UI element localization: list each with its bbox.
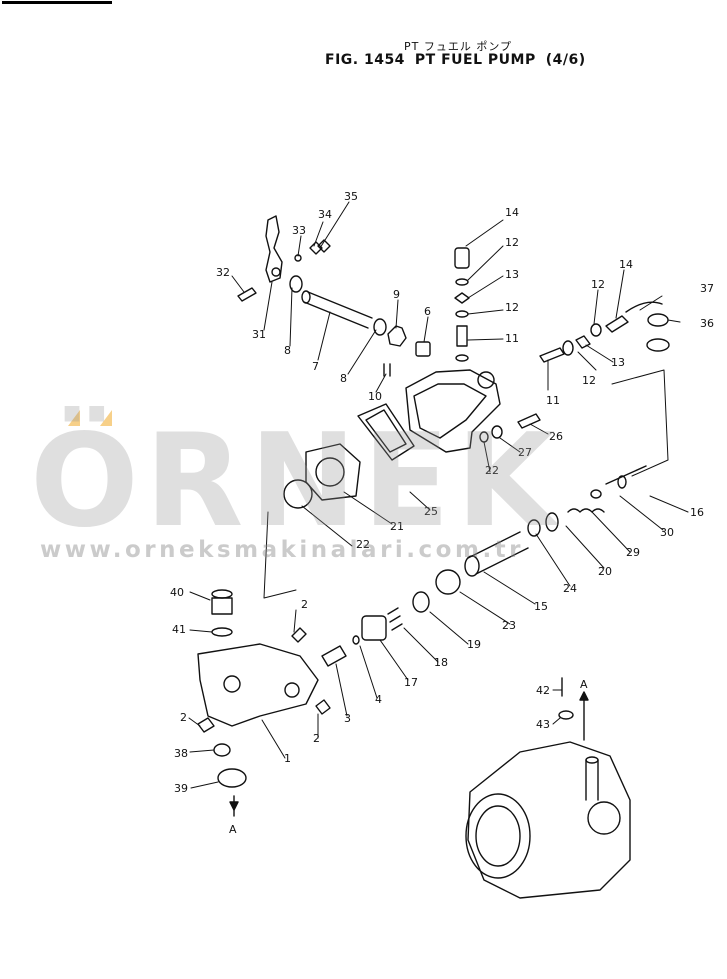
callout: A xyxy=(229,823,237,836)
watermark-brand: ÖRNEK xyxy=(30,407,562,556)
callout: 2 xyxy=(180,711,187,724)
callout: 40 xyxy=(170,586,184,599)
right-part-chain xyxy=(321,465,647,667)
callout: 35 xyxy=(344,190,358,203)
callout: 22 xyxy=(485,464,499,477)
top-rule xyxy=(2,1,112,4)
callout: A xyxy=(580,678,588,691)
callout: 12 xyxy=(591,278,605,291)
watermark-accent xyxy=(100,410,112,426)
callout: 8 xyxy=(340,372,347,385)
lever-assembly xyxy=(237,215,431,377)
figure-number: FIG. 1454 xyxy=(325,52,405,68)
callout: 14 xyxy=(505,206,519,219)
callout: 27 xyxy=(518,446,532,459)
callout: 19 xyxy=(467,638,481,651)
callout: 26 xyxy=(549,430,563,443)
callout: 25 xyxy=(424,505,438,518)
callout: 3 xyxy=(344,712,351,725)
callout: 38 xyxy=(174,747,188,760)
callout: 31 xyxy=(252,328,266,341)
callout: 23 xyxy=(502,619,516,632)
callout: 15 xyxy=(534,600,548,613)
watermark-accent xyxy=(68,410,80,426)
callout: 16 xyxy=(690,506,704,519)
callout: 1 xyxy=(284,752,291,765)
callout: 30 xyxy=(660,526,674,539)
callout: 42 xyxy=(536,684,550,697)
callout: 36 xyxy=(700,317,714,330)
upper-right-fittings xyxy=(479,301,670,443)
cover-housing xyxy=(357,369,501,461)
callout-labels: 35 34 33 32 31 8 7 8 9 10 6 14 12 13 12 … xyxy=(170,190,714,836)
watermark-url: www.orneksmakinalari.com.tr xyxy=(40,537,525,563)
callout: 13 xyxy=(611,356,625,369)
callout: 4 xyxy=(375,693,382,706)
callout: 14 xyxy=(619,258,633,271)
callout: 10 xyxy=(368,390,382,403)
direction-arrows xyxy=(229,691,589,811)
callout: 20 xyxy=(598,565,612,578)
callout: 9 xyxy=(393,288,400,301)
callout: 13 xyxy=(505,268,519,281)
pump-body xyxy=(465,677,631,899)
sheet-number: (4/6) xyxy=(545,52,586,68)
callout: 21 xyxy=(390,520,404,533)
callout: 8 xyxy=(284,344,291,357)
callout: 29 xyxy=(626,546,640,559)
leader-lines xyxy=(188,201,689,789)
callout: 32 xyxy=(216,266,230,279)
callout: 33 xyxy=(292,224,306,237)
lower-body xyxy=(197,589,331,817)
figure-title: FIG. 1454 PT FUEL PUMP (4/6) xyxy=(325,52,596,68)
callout: 12 xyxy=(505,236,519,249)
title-japanese: PT フュエル ポンプ xyxy=(404,40,513,53)
callout: 2 xyxy=(313,732,320,745)
callout: 12 xyxy=(505,301,519,314)
callout: 24 xyxy=(563,582,577,595)
upper-stack-parts xyxy=(454,247,470,362)
callout: 34 xyxy=(318,208,332,221)
callout: 11 xyxy=(546,394,560,407)
callout: 11 xyxy=(505,332,519,345)
callout: 2 xyxy=(301,598,308,611)
callout: 7 xyxy=(312,360,319,373)
callout: 39 xyxy=(174,782,188,795)
figure-name: PT FUEL PUMP xyxy=(414,52,536,68)
callout: 17 xyxy=(404,676,418,689)
callout: 41 xyxy=(172,623,186,636)
callout: 12 xyxy=(582,374,596,387)
callout: 43 xyxy=(536,718,550,731)
callout: 6 xyxy=(424,305,431,318)
callout: 37 xyxy=(700,282,714,295)
bracket-lines xyxy=(263,369,669,599)
gasket-and-ring xyxy=(283,443,361,509)
callout: 18 xyxy=(434,656,448,669)
callout: 22 xyxy=(356,538,370,551)
